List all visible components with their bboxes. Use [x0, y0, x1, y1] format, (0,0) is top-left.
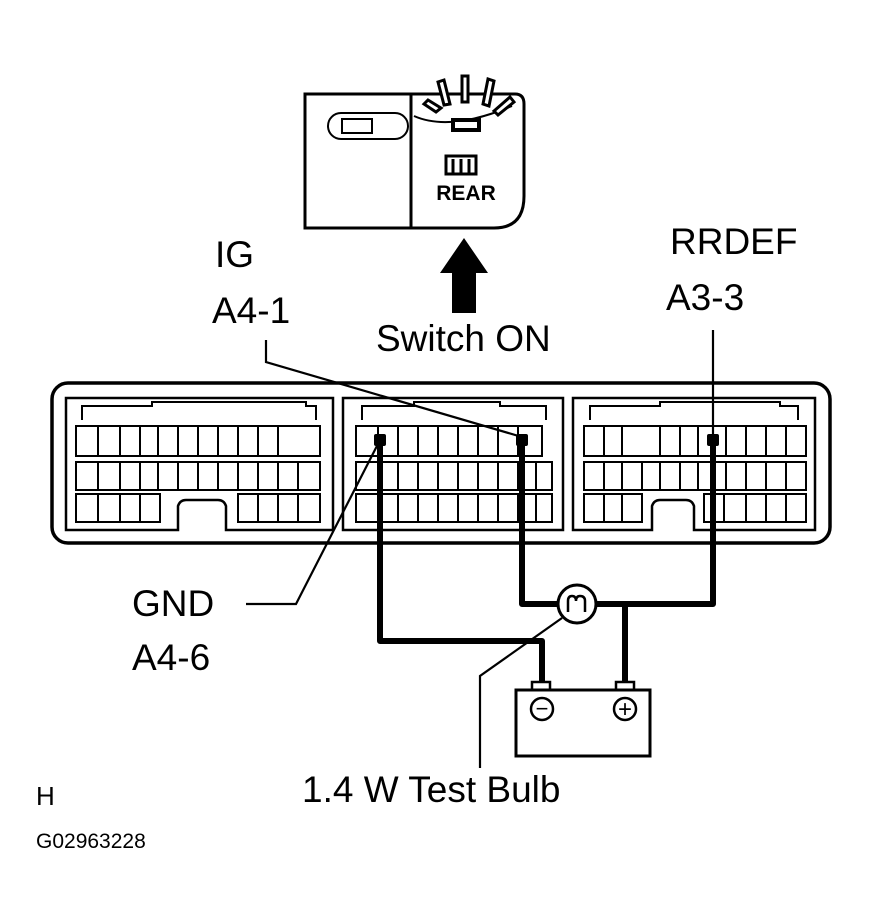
press-arrow-icon [440, 238, 488, 313]
ig-wire [519, 440, 558, 607]
probe-tips [374, 434, 719, 446]
leader-lines [246, 330, 715, 768]
rrdef-label: RRDEF [670, 221, 797, 262]
switch-on-label: Switch ON [376, 318, 551, 359]
ecu-connector [50, 381, 832, 545]
test-bulb-leader [478, 617, 563, 768]
light-rays-icon [421, 74, 517, 118]
svg-text:+: + [618, 696, 632, 723]
rrdef-pin-label: A3-3 [666, 277, 744, 318]
svg-text:−: − [536, 696, 549, 721]
negative-terminal-icon [529, 696, 555, 722]
gnd-leader [246, 439, 381, 606]
gnd-pin-label: A4-6 [132, 637, 210, 678]
test-bulb-label: 1.4 W Test Bulb [302, 769, 560, 810]
ig-leader [264, 340, 523, 439]
ig-pin-label: A4-1 [212, 290, 290, 331]
rrdef-wire [596, 440, 716, 607]
rear-defogger-icon [444, 154, 478, 176]
probe-wires [377, 440, 716, 682]
test-bulb-icon [556, 583, 598, 625]
figure-code: G02963228 [36, 830, 146, 853]
gnd-label: GND [132, 583, 214, 624]
ig-label: IG [215, 234, 254, 275]
rear-defogger-switch-panel: REAR [303, 74, 526, 230]
sheet-letter: H [36, 781, 55, 811]
rear-button-label: REAR [436, 182, 496, 205]
battery-icon: − + [514, 680, 652, 758]
positive-terminal-icon [612, 696, 638, 722]
gnd-wire [377, 440, 545, 682]
